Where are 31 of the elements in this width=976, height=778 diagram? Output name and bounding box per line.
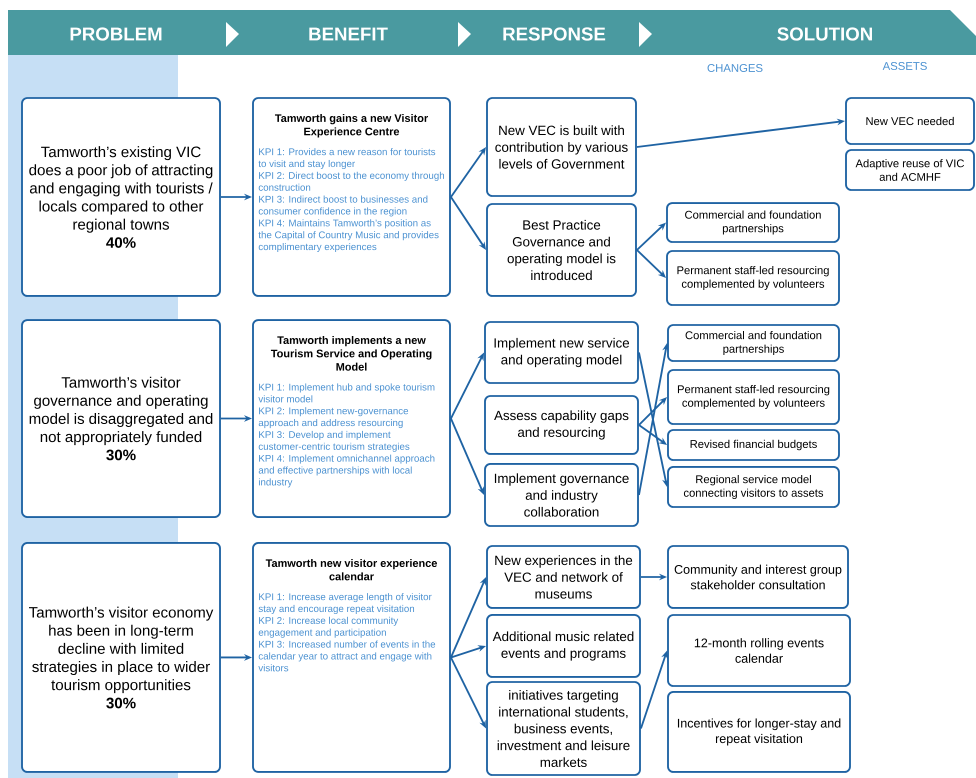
solution-box: Permanent staff-led resourcing complemented by volunteers bbox=[667, 369, 840, 425]
response-box: New VEC is built with contribution by various levels of Government bbox=[486, 97, 637, 197]
subheading: CHANGES bbox=[708, 64, 762, 72]
benefit-box: Tamworth new visitor experience calendar KPI 1: Increase average length of visitor stay and encourage repeat visitation KPI 2: Increase local community engagement and participation KPI 3: Increased number of events in the calendar year to attract and engage with visitors bbox=[252, 542, 451, 773]
solution-box: Commercial and foundation partnerships bbox=[666, 202, 840, 243]
response-box: initiatives targeting international students, business events, investment and leisure markets bbox=[486, 681, 641, 776]
solution-box: Adaptive reuse of VIC and ACMHF bbox=[845, 149, 975, 191]
problem-box: Tamworth’s visitor governance and operating model is disaggregated and not appropriately funded 30% bbox=[21, 319, 221, 518]
solution-box: Community and interest group stakeholder consultation bbox=[667, 545, 849, 609]
solution-box: Incentives for longer-stay and repeat visitation bbox=[667, 691, 851, 773]
response-box: Additional music related events and programs bbox=[486, 614, 641, 678]
column-heading: RESPONSE bbox=[503, 27, 606, 41]
response-box: Best Practice Governance and operating model is introduced bbox=[486, 203, 637, 297]
subheading: ASSETS bbox=[882, 62, 927, 70]
solution-box: Permanent staff-led resourcing complemented by volunteers bbox=[666, 250, 840, 306]
solution-box: 12-month rolling events calendar bbox=[667, 614, 851, 687]
problem-box: Tamworth’s visitor economy has been in long-term decline with limited strategies in place to wider tourism opportunities 30% bbox=[21, 542, 221, 773]
column-heading: PROBLEM bbox=[70, 27, 162, 41]
response-box: Assess capability gaps and resourcing bbox=[484, 395, 639, 455]
column-heading: BENEFIT bbox=[309, 28, 388, 40]
column-heading: SOLUTION bbox=[777, 27, 872, 41]
problem-box: Tamworth’s existing VIC does a poor job of attracting and engaging with tourists / locals compared to other regional towns 40% bbox=[21, 97, 221, 297]
solution-box: Commercial and foundation partnerships bbox=[667, 324, 840, 362]
benefit-box: Tamworth implements a new Tourism Service and Operating Model KPI 1: Implement hub and spoke tourism visitor model KPI 2: Implement new-governance approach and address resourcing KPI 3: Develop and implement customer-centric tourism strategies KPI 4: Implement omnichannel approach and effective partnerships with local industry bbox=[252, 319, 451, 518]
solution-box: Revised financial budgets bbox=[667, 429, 840, 461]
response-box: New experiences in the VEC and network of museums bbox=[486, 545, 641, 609]
solution-box: New VEC needed bbox=[845, 97, 975, 145]
response-box: Implement new service and operating model bbox=[484, 321, 639, 384]
solution-box: Regional service model connecting visitors to assets bbox=[667, 466, 840, 508]
benefit-box: Tamworth gains a new Visitor Experience Centre KPI 1: Provides a new reason for tourists to visit and stay longer KPI 2: Direct boost to the economy through construction KPI 3: Indirect boost to businesses and consumer confidence in the region KPI 4: Maintains Tamworth’s position as the Capital of Country Music and provides complimentary experiences bbox=[252, 97, 451, 297]
response-box: Implement governance and industry collaboration bbox=[484, 463, 639, 527]
